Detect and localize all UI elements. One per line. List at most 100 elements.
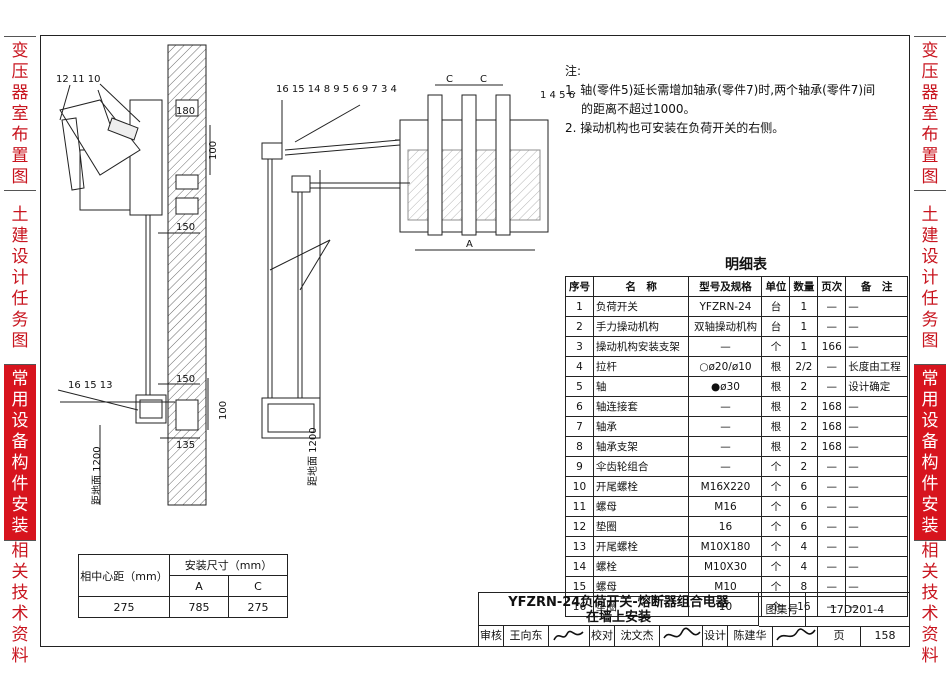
category-tab-char: 相 bbox=[11, 541, 29, 561]
category-tab-char: 安 bbox=[11, 495, 29, 515]
dim-c-header: C bbox=[228, 575, 288, 597]
review-label: 审核 bbox=[479, 626, 504, 646]
category-tab-3[interactable]: 常用设备构件安装 bbox=[4, 364, 36, 541]
table-cell: — bbox=[817, 316, 847, 337]
table-cell: 个 bbox=[761, 556, 791, 577]
right-front-view bbox=[395, 84, 549, 251]
table-cell: 166 bbox=[817, 336, 847, 357]
dim-a-value: 785 bbox=[169, 596, 229, 618]
category-tab-char: 计 bbox=[11, 267, 29, 288]
table-cell: — bbox=[845, 556, 908, 577]
category-tab-2[interactable]: 土建设计任务图 bbox=[914, 190, 946, 365]
table-cell: 10 bbox=[565, 476, 594, 497]
table-cell: 设计确定 bbox=[845, 376, 908, 397]
atlas-label: 图集号 bbox=[759, 593, 806, 627]
notes-block: 注: 1. 轴(零件5)延长需增加轴承(零件7)时,两个轴承(零件7)间 的距离… bbox=[565, 62, 895, 138]
table-cell: 2 bbox=[789, 396, 819, 417]
category-tab-char: 装 bbox=[921, 516, 939, 536]
table-cell: 开尾螺栓 bbox=[592, 476, 690, 497]
category-tab-char: 建 bbox=[921, 225, 939, 246]
table-cell: 1 bbox=[565, 296, 594, 317]
table-cell: 伞齿轮组合 bbox=[592, 456, 690, 477]
install-size-header: 安装尺寸（mm） bbox=[169, 554, 288, 576]
parts-col-header: 页次 bbox=[817, 276, 847, 297]
installation-drawing: 12 11 10 16 15 13 180 100 150 150 100 13… bbox=[56, 44, 575, 506]
table-cell: — bbox=[845, 436, 908, 457]
parts-table-title: 明细表 bbox=[725, 257, 767, 273]
table-cell: 4 bbox=[565, 356, 594, 377]
table-cell: — bbox=[845, 296, 908, 317]
table-cell: — bbox=[845, 516, 908, 537]
table-cell: 6 bbox=[789, 516, 819, 537]
table-cell: — bbox=[817, 516, 847, 537]
table-cell: 垫圈 bbox=[592, 516, 690, 537]
category-tab-4[interactable]: 相关技术资料 bbox=[914, 540, 946, 667]
review-name: 王向东 bbox=[504, 626, 549, 646]
table-cell: — bbox=[845, 336, 908, 357]
table-cell: — bbox=[817, 556, 847, 577]
table-cell: 个 bbox=[761, 456, 791, 477]
category-tab-char: 图 bbox=[921, 166, 939, 187]
table-cell: — bbox=[845, 496, 908, 517]
table-cell: 16 bbox=[688, 516, 763, 537]
category-tab-char: 设 bbox=[921, 411, 939, 431]
design-label: 设计 bbox=[703, 626, 728, 646]
category-tab-char: 置 bbox=[921, 145, 939, 166]
table-cell: 2/2 bbox=[789, 356, 819, 377]
table-cell: 根 bbox=[761, 356, 791, 377]
category-tab-char: 变 bbox=[11, 40, 29, 61]
notes-heading: 注: bbox=[565, 64, 582, 78]
category-tab-4[interactable]: 相关技术资料 bbox=[4, 540, 36, 667]
table-cell: 垫圈 bbox=[592, 596, 690, 617]
category-tab-char: 关 bbox=[921, 562, 939, 582]
table-cell: 2 bbox=[565, 316, 594, 337]
left-parts-bottom-label: 16 15 13 bbox=[68, 380, 113, 391]
category-tab-2[interactable]: 土建设计任务图 bbox=[4, 190, 36, 365]
table-cell: ●ø30 bbox=[688, 376, 763, 397]
table-cell: 16 bbox=[565, 596, 594, 617]
category-tab-3[interactable]: 常用设备构件安装 bbox=[914, 364, 946, 541]
table-cell: 14 bbox=[565, 556, 594, 577]
table-cell: — bbox=[845, 476, 908, 497]
table-cell: 7 bbox=[565, 416, 594, 437]
category-tab-1[interactable]: 变压器室布置图 bbox=[4, 36, 36, 191]
table-cell: 个 bbox=[761, 536, 791, 557]
table-cell: 个 bbox=[761, 516, 791, 537]
table-cell: 操动机构安装支架 bbox=[592, 336, 690, 357]
table-cell: M10 bbox=[688, 576, 763, 597]
center-distance-header: 相中心距（mm） bbox=[78, 554, 170, 597]
parts-col-header: 备 注 bbox=[845, 276, 908, 297]
category-tab-char: 计 bbox=[921, 267, 939, 288]
table-cell: 4 bbox=[789, 556, 819, 577]
review-signature bbox=[549, 626, 590, 646]
table-cell: 10 bbox=[688, 596, 763, 617]
table-cell: 根 bbox=[761, 436, 791, 457]
category-tab-char: 图 bbox=[11, 330, 29, 351]
category-tab-char: 务 bbox=[921, 309, 939, 330]
table-cell: 13 bbox=[565, 536, 594, 557]
parts-col-header: 序号 bbox=[565, 276, 594, 297]
table-cell: 轴承 bbox=[592, 416, 690, 437]
dim-135: 135 bbox=[176, 440, 195, 451]
title-block: YFZRN-24负荷开关-熔断器组合电器 在墙上安装 图集号 17D201-4 … bbox=[478, 592, 909, 646]
table-cell: 1 bbox=[789, 316, 819, 337]
category-tab-char: 构 bbox=[11, 453, 29, 473]
category-tab-char: 器 bbox=[11, 82, 29, 103]
table-cell: — bbox=[688, 396, 763, 417]
drawing-title-line2: 在墙上安装 bbox=[585, 610, 651, 625]
table-cell: 轴承支架 bbox=[592, 436, 690, 457]
table-cell: 个 bbox=[761, 476, 791, 497]
category-tab-1[interactable]: 变压器室布置图 bbox=[914, 36, 946, 191]
dim-a: A bbox=[466, 239, 473, 250]
table-cell: 8 bbox=[565, 436, 594, 457]
table-cell: — bbox=[688, 456, 763, 477]
category-tab-char: 布 bbox=[11, 124, 29, 145]
category-tab-char: 设 bbox=[921, 246, 939, 267]
category-tab-char: 图 bbox=[921, 330, 939, 351]
